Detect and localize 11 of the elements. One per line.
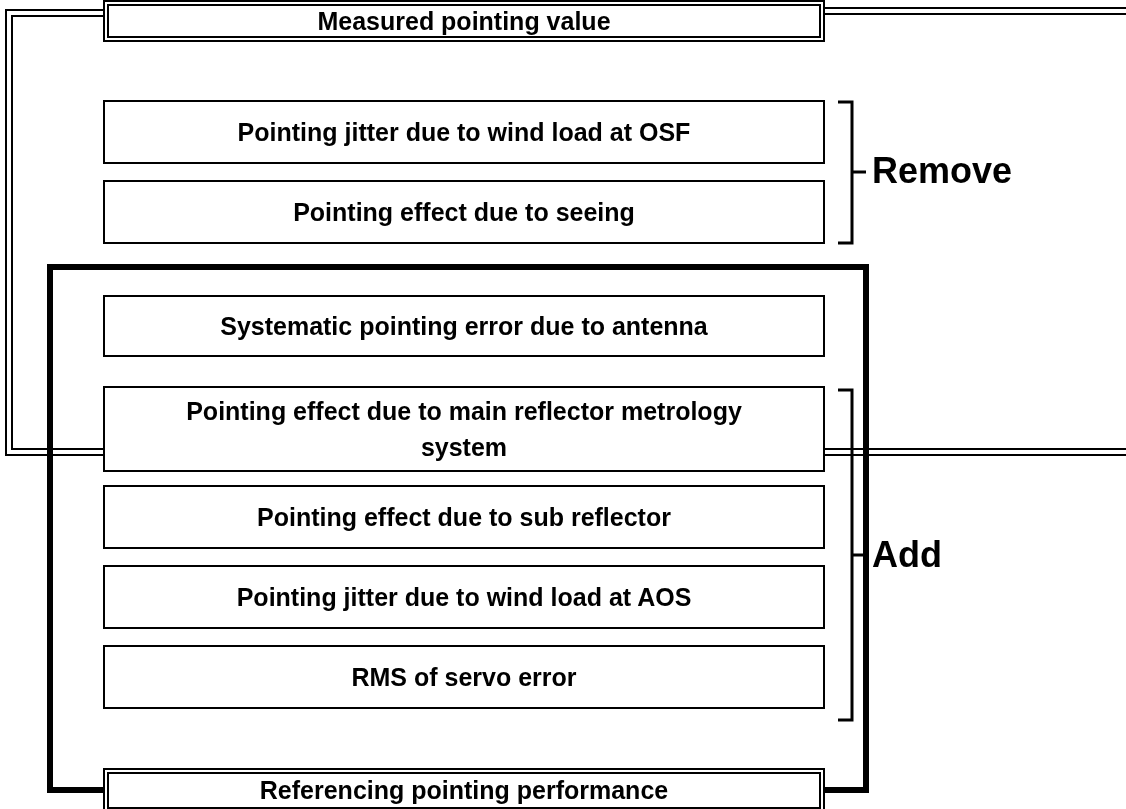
- text-box: Pointing effect due to seeing: [103, 180, 825, 244]
- group-label: Remove: [872, 150, 1013, 192]
- text-box: Systematic pointing error due to antenna: [103, 295, 825, 357]
- text-box: Pointing jitter due to wind load at OSF: [103, 100, 825, 164]
- text-box: Referencing pointing performance: [103, 768, 825, 809]
- text-box: RMS of servo error: [103, 645, 825, 709]
- text-box: Pointing effect due to main reflector metrology system: [103, 386, 825, 472]
- text-box: Pointing jitter due to wind load at AOS: [103, 565, 825, 629]
- text-box: Pointing effect due to sub reflector: [103, 485, 825, 549]
- group-label: Add: [872, 534, 942, 576]
- text-box: Measured pointing value: [103, 0, 825, 42]
